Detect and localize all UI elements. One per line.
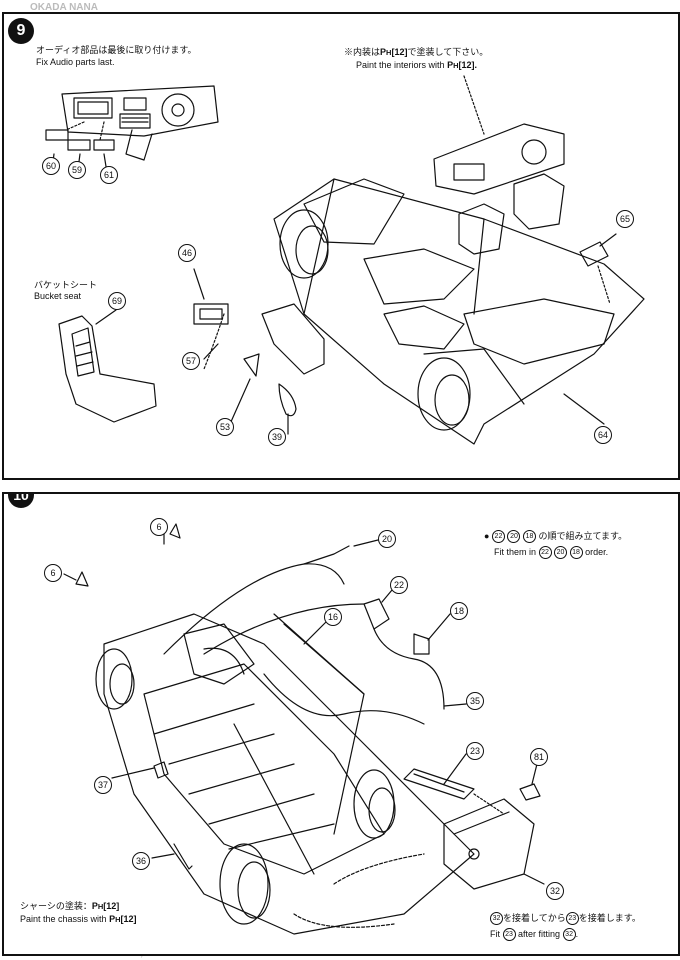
part-64: 64	[594, 426, 612, 444]
interior-tub	[273, 178, 645, 445]
part-39: 39	[268, 428, 286, 446]
wheels	[279, 209, 471, 431]
cables	[163, 545, 445, 875]
part-65-shape	[579, 241, 609, 267]
part-6-b: 6	[44, 564, 62, 582]
chassis-paint-code-en: 12	[123, 914, 134, 924]
part-6b-shape	[75, 571, 89, 587]
fit-jp-part-b: 23	[565, 912, 579, 926]
fit-note-en: Fit 23 after fitting 32.	[490, 928, 578, 942]
console-assembly	[193, 303, 325, 417]
exhaust-system	[403, 768, 541, 890]
audio-note-en: Fix Audio parts last.	[36, 57, 115, 67]
interior-note-jp: ※内装はPH[12]で塗装して下さい。	[344, 46, 488, 59]
chassis-paint-ph: PH[12]	[91, 901, 120, 911]
step-10-number: 10	[8, 494, 34, 508]
chassis-jp-text: シャーシの塗装：	[20, 901, 92, 911]
part-16: 16	[324, 608, 342, 626]
paint-code-ph-en: PH[12].	[447, 60, 478, 70]
fit-en-part-a: 23	[502, 928, 516, 942]
audio-note-jp: オーディオ部品は最後に取り付けます。	[36, 45, 197, 55]
dashboard-part	[433, 123, 565, 195]
order-part-a: 22	[491, 530, 505, 544]
fit-jp-part-a: 32	[490, 912, 503, 926]
step-9-panel: 9 オーディオ部品は最後に取り付けます。 Fix Audio parts las…	[2, 12, 680, 480]
bucket-seat-label-jp: バケットシート	[34, 280, 98, 290]
interior-en-text: Paint the interiors with	[356, 60, 445, 70]
order-en-part-b: 20	[554, 546, 568, 560]
part-6a-shape	[169, 523, 181, 539]
chassis-paint-ph-en: PH[12]	[109, 914, 137, 924]
part-36-shape	[173, 843, 193, 870]
step-9-illustration	[45, 75, 645, 445]
bucket-seat	[58, 315, 157, 423]
part-6-a: 6	[150, 518, 168, 536]
bucket-seat-label-en: Bucket seat	[34, 291, 82, 301]
part-22: 22	[390, 576, 408, 594]
chassis-paint-code: 12	[106, 901, 117, 911]
paint-code-en: 12	[461, 60, 472, 70]
step-10-panel: 10 ● 22 20 18 の順で組み立てます。 Fit them in 22 …	[2, 492, 680, 956]
fit-jp-text2: を接着します。	[578, 913, 641, 923]
order-jp-text: の順で組み立てます。	[538, 531, 628, 541]
chassis-paint-jp: シャーシの塗装：PH[12]	[20, 900, 119, 913]
front-seats	[458, 173, 565, 255]
part-35: 35	[466, 692, 484, 710]
order-en-part-c: 18	[569, 546, 583, 560]
fit-en-text: Fit	[490, 929, 500, 939]
interior-note-en: Paint the interiors with PH[12].	[356, 59, 477, 72]
order-en-text: Fit them in	[494, 547, 537, 557]
step-10-illustration	[63, 523, 545, 935]
order-note-jp: ● 22 20 18 の順で組み立てます。	[484, 530, 628, 544]
order-note-en: Fit them in 22 20 18 order.	[494, 546, 609, 560]
order-en-part-a: 22	[538, 546, 552, 560]
fit-en-mid: after fitting	[518, 929, 561, 939]
part-37: 37	[94, 776, 112, 794]
part-60: 60	[42, 157, 60, 175]
interior-jp-post: で塗装して下さい。	[407, 47, 489, 57]
part-18: 18	[450, 602, 468, 620]
part-32: 32	[546, 882, 564, 900]
chassis-wheels	[95, 648, 396, 925]
part-37-shape	[153, 761, 169, 779]
part-81: 81	[530, 748, 548, 766]
step-9-number: 9	[8, 18, 34, 44]
part-65: 65	[616, 210, 634, 228]
dashboard-audio-unit	[45, 85, 219, 161]
part-59: 59	[68, 161, 86, 179]
chassis-en-text: Paint the chassis with	[20, 914, 107, 924]
order-bullet: ●	[484, 531, 490, 541]
part-36: 36	[132, 852, 150, 870]
order-part-c: 18	[522, 530, 536, 544]
part-23: 23	[466, 742, 484, 760]
order-en-end: order.	[585, 547, 609, 557]
part-57: 57	[182, 352, 200, 370]
part-61: 61	[100, 166, 118, 184]
interior-jp-pre: ※内装は	[344, 47, 381, 57]
fit-en-part-b: 32	[562, 928, 576, 942]
part-46: 46	[178, 244, 196, 262]
part-53: 53	[216, 418, 234, 436]
chassis-paint-en: Paint the chassis with PH[12]	[20, 913, 137, 926]
fit-jp-text: を接着してから	[503, 913, 566, 923]
paint-code-ph: PH[12]	[380, 47, 408, 57]
paint-code: 12	[394, 47, 405, 57]
bleed-header-text: OKADA NANA	[30, 2, 98, 13]
part-69: 69	[108, 292, 126, 310]
part-20: 20	[378, 530, 396, 548]
chassis-frame	[103, 613, 475, 935]
order-part-b: 20	[507, 530, 521, 544]
